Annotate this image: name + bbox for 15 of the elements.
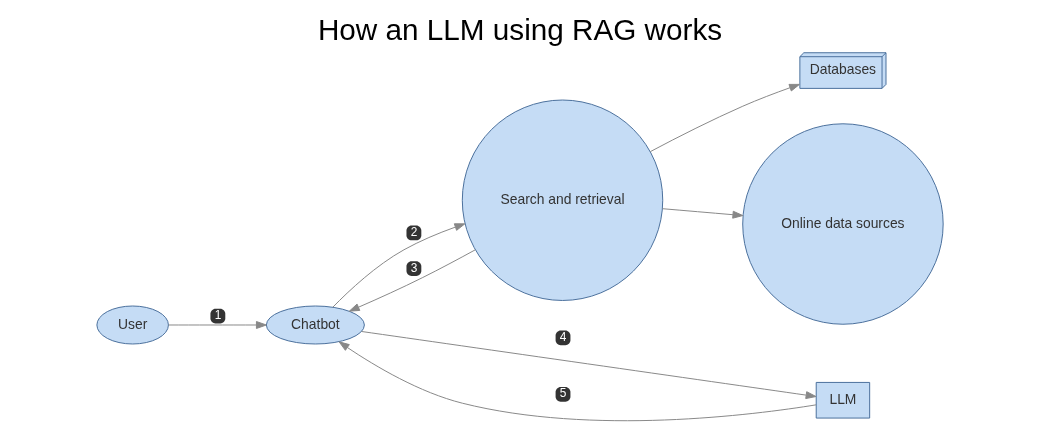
arrow [649, 83, 800, 153]
arrow [661, 208, 744, 219]
node-box: LLM [815, 381, 871, 419]
edge-label: 4 [559, 329, 567, 344]
node-ellipse: User [96, 305, 169, 345]
edge-label: 5 [559, 386, 567, 401]
edge-label: 3 [410, 260, 418, 275]
edge-label: 2 [410, 224, 418, 239]
arrow [348, 249, 476, 312]
node-circle: Online data sources [742, 123, 944, 325]
edge-label: 1 [214, 308, 222, 323]
node-circle: Search and retrieval [461, 99, 664, 301]
arrow [168, 321, 267, 329]
arrow [338, 341, 817, 422]
diagram-title: How an LLM using RAG works [317, 12, 723, 46]
